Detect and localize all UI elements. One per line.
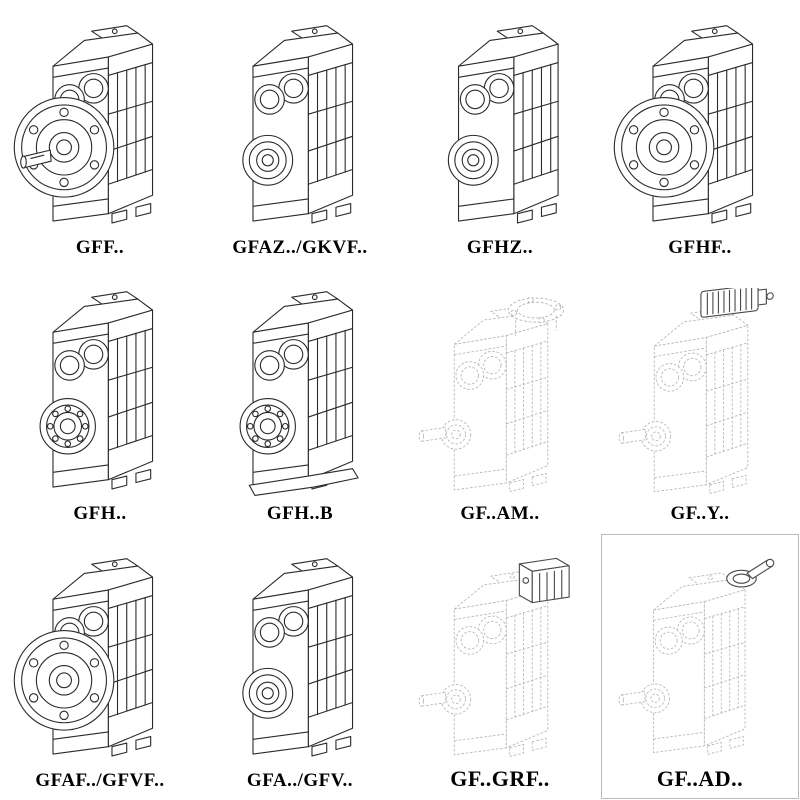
catalog-cell-gff: GFF.. <box>0 0 200 267</box>
catalog-cell-gfaf: GFAF../GFVF.. <box>0 533 200 800</box>
gear-unit-motor-adapter-flange-drawing <box>418 297 565 493</box>
flange-gear-unit-drawing <box>613 24 754 224</box>
model-label: GFH.. <box>73 503 127 525</box>
model-label: GFAZ../GKVF.. <box>232 236 368 258</box>
gear-unit-with-adapter-box-drawing <box>418 557 570 757</box>
gear-unit-with-input-shaft-drawing <box>618 558 775 755</box>
model-label: GF..GRF.. <box>450 765 550 791</box>
shaft-mounted-gear-unit-drawing <box>39 291 154 490</box>
flange-gear-unit-drawing <box>13 24 154 224</box>
model-label: GFH..B <box>266 503 334 525</box>
model-label: GFAF../GFVF.. <box>35 769 165 791</box>
model-label: GFHZ.. <box>466 236 534 258</box>
shaft-mounted-gear-unit-with-base-drawing <box>239 291 359 497</box>
catalog-cell-gfa: GFA../GFV.. <box>200 533 400 800</box>
catalog-cell-gf-grf: GF..GRF.. <box>400 533 600 800</box>
hollow-shaft-gear-unit-drawing <box>242 558 354 757</box>
catalog-cell-gfaz: GFAZ../GKVF.. <box>200 0 400 267</box>
catalog-cell-gfhf: GFHF.. <box>600 0 800 267</box>
gear-unit-with-motor-drawing <box>618 288 774 495</box>
model-label: GFA../GFV.. <box>246 769 354 791</box>
catalog-cell-gf-ad: GF..AD.. <box>600 533 800 800</box>
flange-gear-unit-drawing <box>13 558 154 757</box>
catalog-cell-gf-am: GF..AM.. <box>400 267 600 534</box>
hollow-shaft-gear-unit-drawing <box>447 24 559 224</box>
catalog-cell-gfh-b: GFH..B <box>200 267 400 534</box>
model-label: GF..AM.. <box>460 503 540 525</box>
model-label: GF..Y.. <box>670 503 730 525</box>
model-label: GFF.. <box>75 236 125 258</box>
model-label: GF..AD.. <box>656 765 744 791</box>
hollow-shaft-gear-unit-drawing <box>242 24 354 224</box>
catalog-cell-gf-y: GF..Y.. <box>600 267 800 534</box>
catalog-cell-gfh: GFH.. <box>0 267 200 534</box>
model-label: GFHF.. <box>668 236 732 258</box>
catalog-cell-gfhz: GFHZ.. <box>400 0 600 267</box>
